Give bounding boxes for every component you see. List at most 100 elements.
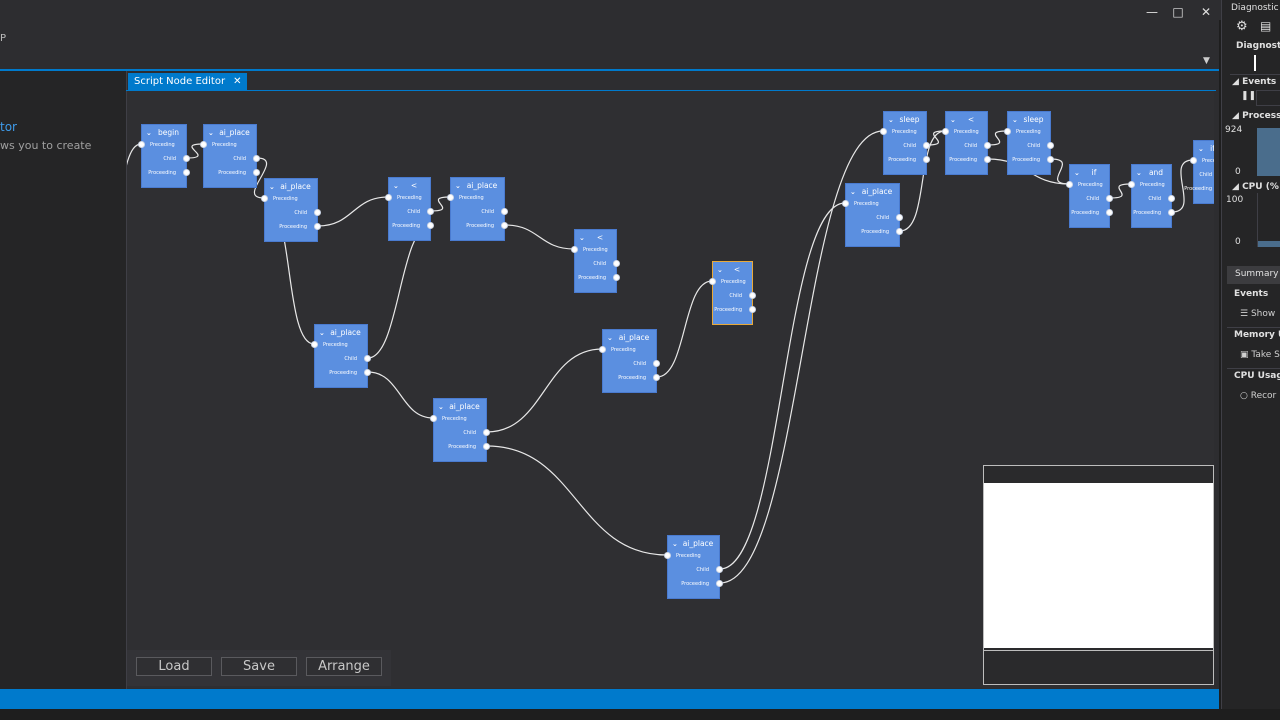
port-preceding[interactable] (1004, 128, 1011, 135)
port-child[interactable] (427, 208, 434, 215)
port-proceeding[interactable] (253, 169, 260, 176)
node-header[interactable]: ⌄< (717, 265, 749, 275)
port-proceeding[interactable] (314, 223, 321, 230)
port-preceding[interactable] (842, 200, 849, 207)
node-header[interactable]: ⌄ai_place (208, 128, 253, 138)
chevron-down-icon[interactable]: ⌄ (850, 188, 856, 196)
port-child[interactable] (501, 208, 508, 215)
port-proceeding[interactable] (1047, 156, 1054, 163)
connection-wire[interactable] (367, 371, 434, 419)
chevron-down-icon[interactable]: ⌄ (455, 182, 461, 190)
port-preceding[interactable] (571, 246, 578, 253)
chevron-down-icon[interactable]: ⌄ (672, 540, 678, 548)
port-proceeding[interactable] (483, 443, 490, 450)
port-proceeding[interactable] (613, 274, 620, 281)
port-proceeding[interactable] (501, 222, 508, 229)
chevron-down-icon[interactable]: ⌄ (1136, 169, 1142, 177)
port-child[interactable] (896, 214, 903, 221)
port-preceding[interactable] (709, 278, 716, 285)
node-header[interactable]: ⌄ai_place (672, 539, 716, 549)
port-preceding[interactable] (1128, 181, 1135, 188)
port-child[interactable] (314, 209, 321, 216)
port-child[interactable] (613, 260, 620, 267)
port-preceding[interactable] (942, 128, 949, 135)
record-profile-link[interactable]: ○ Recor (1240, 391, 1277, 401)
port-preceding[interactable] (200, 141, 207, 148)
port-preceding[interactable] (1190, 157, 1197, 164)
chevron-down-icon[interactable]: ⌄ (208, 129, 214, 137)
port-child[interactable] (483, 429, 490, 436)
connection-wire[interactable] (926, 130, 946, 146)
pause-icon[interactable]: ❚❚ (1241, 91, 1257, 101)
node-header[interactable]: ⌄< (950, 115, 984, 125)
port-child[interactable] (923, 142, 930, 149)
node-header[interactable]: ⌄sleep (888, 115, 923, 125)
connection-wire[interactable] (127, 143, 142, 194)
port-proceeding[interactable] (1106, 209, 1113, 216)
connection-wire[interactable] (1171, 159, 1194, 213)
port-preceding[interactable] (447, 194, 454, 201)
port-preceding[interactable] (385, 194, 392, 201)
node-header[interactable]: ⌄if (1198, 144, 1214, 154)
connection-wire[interactable] (719, 202, 846, 570)
save-button[interactable]: Save (221, 657, 297, 676)
connection-wire[interactable] (504, 224, 575, 250)
connection-wire[interactable] (367, 224, 432, 359)
node-header[interactable]: ⌄begin (146, 128, 183, 138)
node-header[interactable]: ⌄< (393, 181, 427, 191)
tab-script-node-editor[interactable]: Script Node Editor✕ (128, 73, 248, 90)
node-header[interactable]: ⌄ai_place (607, 333, 653, 343)
port-child[interactable] (653, 360, 660, 367)
connection-wire[interactable] (987, 130, 1008, 146)
port-proceeding[interactable] (1168, 209, 1175, 216)
timeline-cursor[interactable] (1254, 55, 1256, 71)
connection-wire[interactable] (1050, 158, 1070, 185)
chevron-down-icon[interactable]: ⌄ (1198, 145, 1204, 153)
port-proceeding[interactable] (923, 156, 930, 163)
port-proceeding[interactable] (984, 156, 991, 163)
port-child[interactable] (749, 292, 756, 299)
chevron-down-icon[interactable]: ⌄ (319, 329, 325, 337)
connection-wire[interactable] (656, 280, 713, 378)
connection-wire[interactable] (317, 196, 389, 227)
connection-wire[interactable] (486, 348, 603, 433)
left-panel-title[interactable]: tor (0, 120, 17, 134)
chevron-down-icon[interactable]: ⌄ (1012, 116, 1018, 124)
node-header[interactable]: ⌄ai_place (438, 402, 483, 412)
chevron-down-icon[interactable]: ⌄ (146, 129, 152, 137)
node-header[interactable]: ⌄ai_place (455, 181, 501, 191)
chevron-down-icon[interactable]: ⌄ (269, 183, 275, 191)
port-preceding[interactable] (664, 552, 671, 559)
node-header[interactable]: ⌄sleep (1012, 115, 1047, 125)
port-child[interactable] (716, 566, 723, 573)
port-proceeding[interactable] (427, 222, 434, 229)
chevron-down-icon[interactable]: ⌄ (607, 334, 613, 342)
port-child[interactable] (1168, 195, 1175, 202)
port-proceeding[interactable] (364, 369, 371, 376)
connection-wire[interactable] (899, 130, 946, 232)
take-snapshot-link[interactable]: ▣ Take S (1240, 350, 1280, 360)
port-proceeding[interactable] (749, 306, 756, 313)
export-icon[interactable]: ▤ (1260, 19, 1272, 33)
port-proceeding[interactable] (716, 580, 723, 587)
connection-wire[interactable] (430, 196, 451, 212)
connection-wire[interactable] (186, 143, 204, 159)
node-header[interactable]: ⌄ai_place (850, 187, 896, 197)
port-child[interactable] (364, 355, 371, 362)
port-preceding[interactable] (430, 415, 437, 422)
node-header[interactable]: ⌄ai_place (269, 182, 314, 192)
connection-wire[interactable] (486, 445, 668, 556)
